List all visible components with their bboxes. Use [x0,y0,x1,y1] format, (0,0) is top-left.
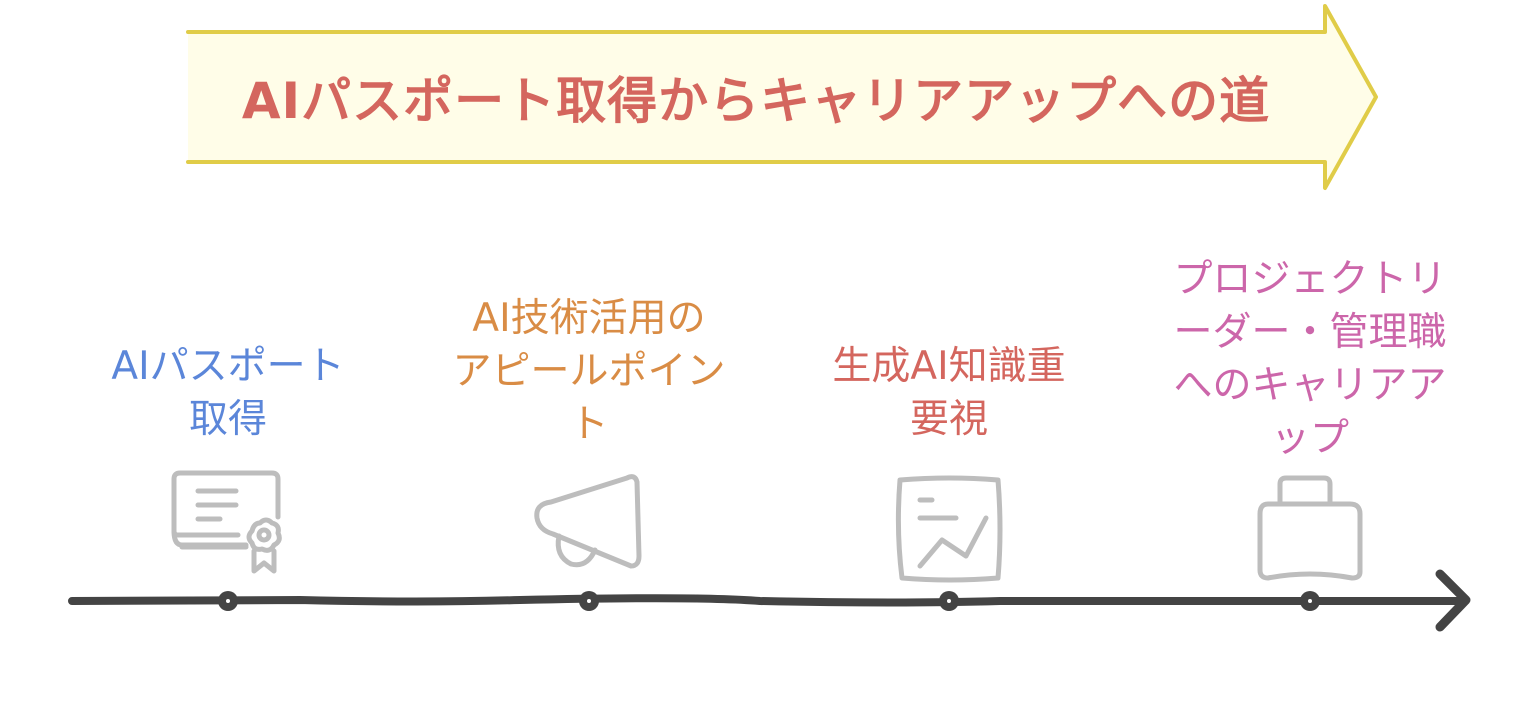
briefcase-icon [1257,475,1363,581]
milestone-label-appeal: AI技術活用の アピールポイン ト [429,292,749,451]
timeline-axis [68,569,1471,632]
milestone-label-line: へのキャリアア [1173,363,1447,408]
milestone-label-line: 取得 [188,397,267,442]
title-banner-arrow [186,4,1378,190]
milestone-label-line: 生成AI知識重 [832,344,1066,389]
timeline-marker [218,591,238,611]
milestone-label-genai: 生成AI知識重 要視 [789,340,1109,446]
chart-document-icon [895,475,1003,583]
milestone-label-line: 要視 [909,397,988,442]
milestone-label-line: AIパスポート [111,344,345,389]
milestone-label-passport: AIパスポート 取得 [68,340,388,446]
milestone-label-line: ップ [1270,416,1349,461]
milestone-label-career: プロジェクトリ ーダー・管理職 へのキャリアア ップ [1150,253,1470,465]
diagram-title: AIパスポート取得からキャリアアップへの道 [241,72,1271,130]
megaphone-icon [534,474,642,569]
timeline-marker [579,591,599,611]
certificate-icon [171,470,282,574]
milestone-label-line: ーダー・管理職 [1173,310,1447,355]
milestone-label-line: ト [569,402,609,447]
timeline-marker [939,591,959,611]
milestone-label-line: AI技術活用の [472,296,706,341]
timeline-marker [1300,591,1320,611]
milestone-label-line: プロジェクトリ [1173,257,1447,302]
milestone-label-line: アピールポイン [452,349,726,394]
